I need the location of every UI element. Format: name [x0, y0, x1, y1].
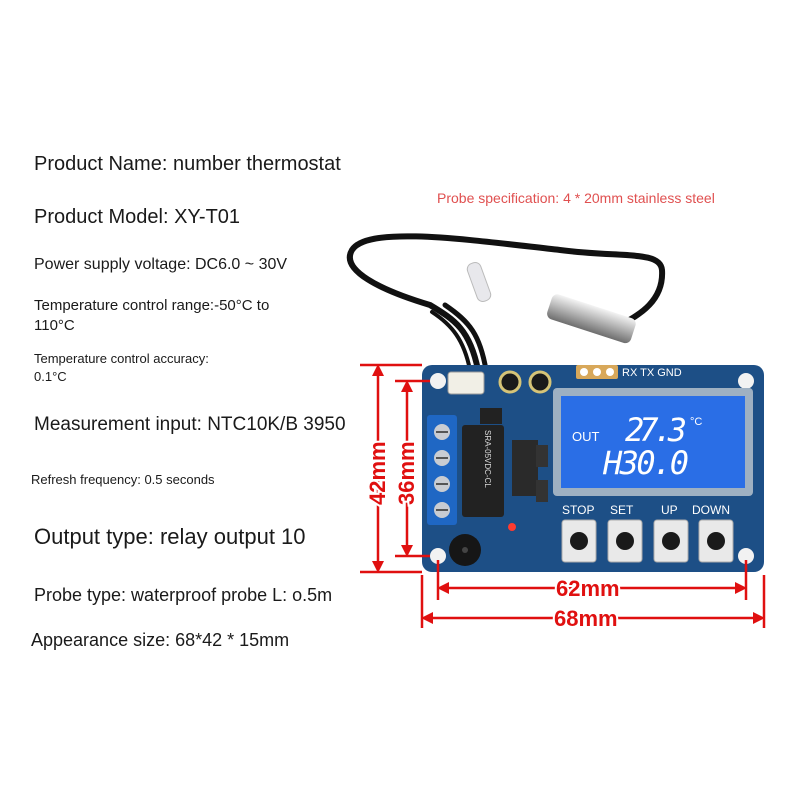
mount-hole: [738, 373, 754, 389]
capacitor: [498, 370, 522, 394]
capacitor: [528, 370, 552, 394]
spec-measurement-input: Measurement input: NTC10K/B 3950: [34, 414, 346, 435]
mount-hole: [430, 373, 446, 389]
stop-button[interactable]: [561, 519, 597, 563]
lcd-unit: °C: [690, 416, 702, 428]
probe-connector: [447, 371, 485, 395]
spec-accuracy-line1: Temperature control accuracy:: [34, 351, 209, 366]
spec-power-voltage: Power supply voltage: DC6.0 ~ 30V: [34, 256, 288, 273]
button-labels: STOP SET UP DOWN: [562, 503, 730, 517]
spec-temperature-range-line1: Temperature control range:-50°C to: [34, 297, 270, 314]
spec-output-type: Output type: relay output 10: [34, 524, 306, 549]
probe-cable: [346, 233, 666, 373]
relay-model-label: SRA-05VDC-CL: [483, 430, 492, 488]
button-label-down: DOWN: [692, 503, 730, 517]
down-button[interactable]: [698, 519, 734, 563]
mount-hole: [738, 548, 754, 564]
ic-chip: [480, 408, 502, 424]
dimension-lines: [360, 363, 766, 628]
button-label-up: UP: [661, 503, 678, 517]
dimension-width-outer: 68mm: [554, 606, 618, 631]
spec-temperature-range-line2: 110°C: [34, 317, 75, 334]
cable-tie: [466, 262, 492, 302]
lcd-temperature: 27.3: [625, 411, 687, 449]
spec-temperature-range: Temperature control range:-50°C to 110°C: [34, 296, 269, 336]
ic-chip: [512, 440, 538, 496]
lcd-mode-label: OUT: [572, 429, 600, 444]
pcb-board: RX TX GND SRA-05VDC-CL OUT 27.3: [422, 365, 764, 572]
dimension-height-outer: 42mm: [365, 441, 390, 505]
relay: SRA-05VDC-CL: [462, 425, 504, 517]
serial-header-label: RX TX GND: [622, 367, 682, 379]
up-button[interactable]: [653, 519, 689, 563]
button-label-set: SET: [610, 503, 634, 517]
terminal-block: [427, 415, 457, 525]
buzzer-hole: [462, 547, 468, 553]
dimension-height-inner: 36mm: [394, 441, 419, 505]
diode: [536, 480, 548, 502]
spec-accuracy-line2: 0.1°C: [34, 369, 67, 384]
button-label-stop: STOP: [562, 503, 594, 517]
spec-appearance-size: Appearance size: 68*42 * 15mm: [31, 630, 290, 650]
spec-product-name: Product Name: number thermostat: [34, 153, 341, 175]
lcd-setpoint: H30.0: [602, 444, 689, 482]
dimension-width-inner: 62mm: [556, 576, 620, 601]
serial-header: [576, 365, 618, 379]
status-led: [508, 523, 516, 531]
lcd-display: OUT 27.3 °C H30.0: [553, 388, 753, 496]
set-button[interactable]: [607, 519, 643, 563]
spec-probe-type: Probe type: waterproof probe L: o.5m: [34, 585, 333, 605]
diode: [536, 445, 548, 467]
probe-specification-note: Probe specification: 4 * 20mm stainless …: [437, 190, 715, 206]
spec-temperature-accuracy: Temperature control accuracy: 0.1°C: [34, 350, 209, 386]
mount-hole: [430, 548, 446, 564]
steel-probe: [547, 294, 636, 344]
spec-product-model: Product Model: XY-T01: [34, 206, 241, 228]
spec-refresh-frequency: Refresh frequency: 0.5 seconds: [31, 472, 215, 487]
